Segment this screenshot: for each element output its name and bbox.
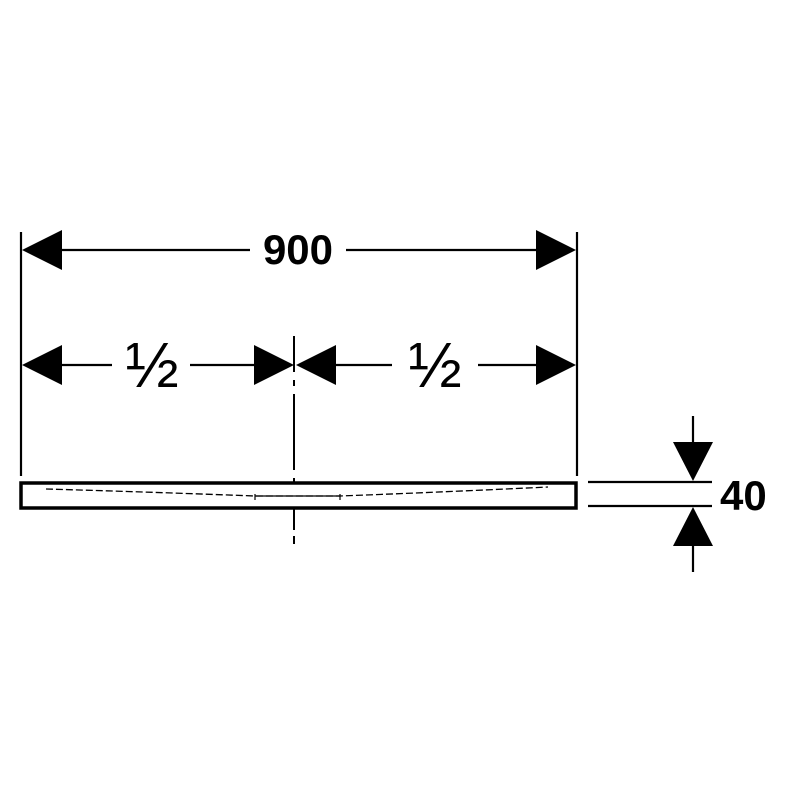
thickness-dimension: 40 — [673, 416, 767, 572]
overall-width-label: 900 — [263, 226, 333, 273]
half-right-arrowhead-end — [536, 345, 576, 385]
half-right-arrowhead-start — [296, 345, 336, 385]
overall-width-dimension: 900 — [22, 226, 576, 273]
half-width-dimension: ½ ½ — [22, 329, 576, 401]
half-left-arrowhead-end — [254, 345, 294, 385]
half-left-arrowhead-start — [22, 345, 62, 385]
half-right-label: ½ — [408, 329, 461, 401]
thickness-arrowhead-top — [673, 442, 713, 481]
extension-lines — [19, 232, 712, 508]
arrowhead-left — [22, 230, 62, 270]
thickness-arrowhead-bottom — [673, 507, 713, 546]
arrowhead-right — [536, 230, 576, 270]
tray-profile — [19, 481, 578, 510]
half-left-label: ½ — [125, 329, 178, 401]
thickness-label: 40 — [720, 472, 767, 519]
